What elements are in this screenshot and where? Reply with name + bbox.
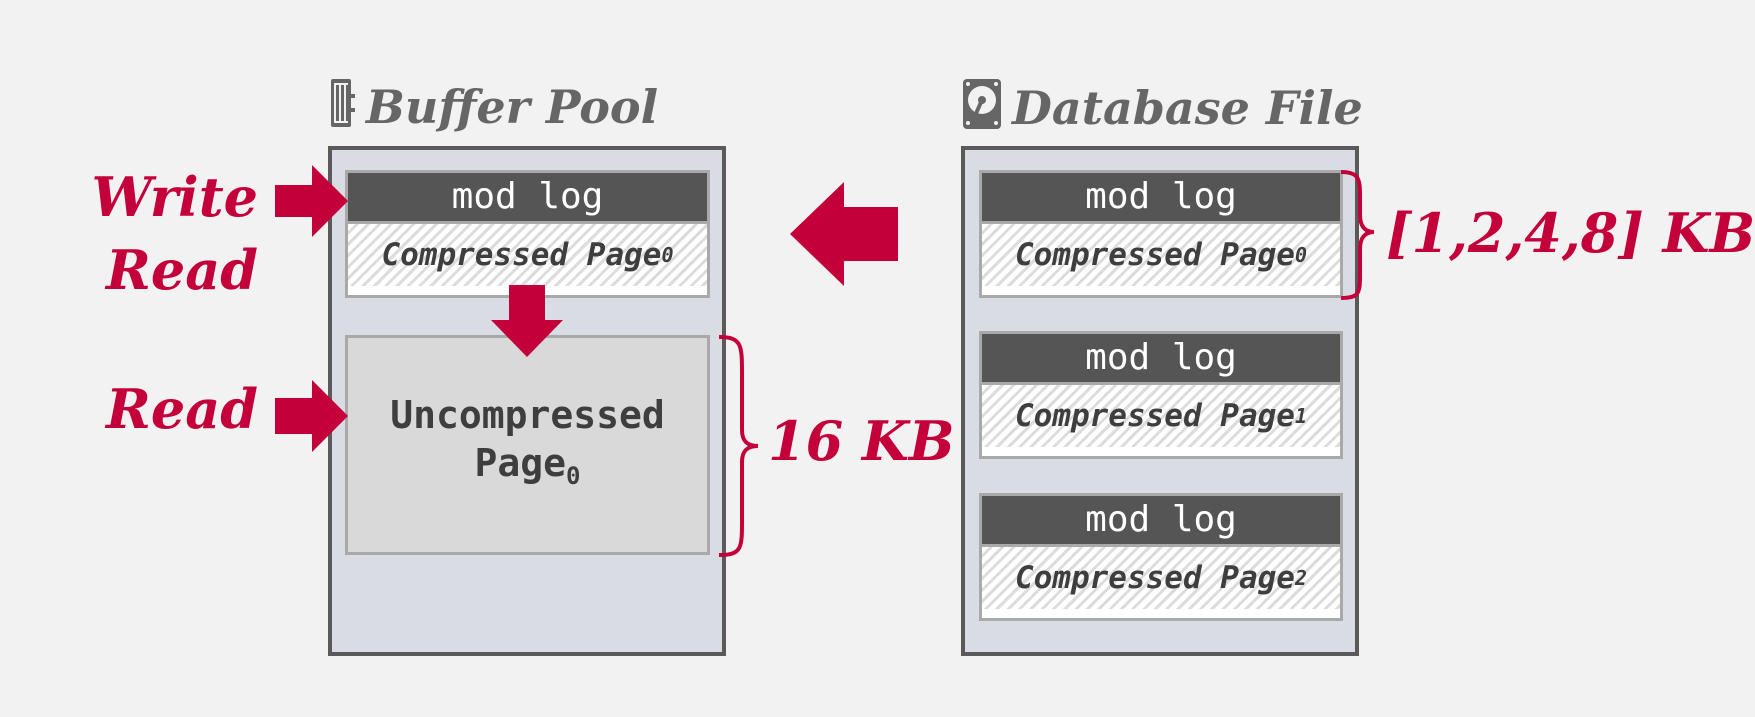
write-label: Write [91,165,258,229]
mod-log-header: mod log [982,496,1340,544]
read-label-top: Read [106,238,258,302]
read-label-bottom: Read [106,377,258,441]
compressed-page-text: Compressed Page [1014,237,1295,273]
fetch-arrow [790,182,898,286]
compressed-size-brace [1340,170,1375,300]
uncompressed-page-block[interactable]: Uncompressed Page0 [345,335,710,555]
block-separator [982,382,1340,385]
uncompressed-size-brace [718,335,759,557]
arrows-and-braces [275,165,1375,557]
page-index: 1 [1294,404,1307,428]
decompress-arrow [491,285,563,357]
compressed-page-text: Compressed Page [1014,560,1295,596]
compressed-page-text: Compressed Page [381,237,662,273]
memory-icon [328,78,356,135]
compressed-page-text: Compressed Page [1014,398,1295,434]
read-arrow [275,380,348,452]
uncompressed-page-text: Page [474,440,567,485]
mod-log-header: mod log [982,334,1340,382]
buffer-pool-title-text: Buffer Pool [366,79,659,134]
uncompressed-line2: Page0 [475,439,581,500]
block-separator [982,544,1340,547]
database-file-title: Database File [962,78,1363,137]
uncompressed-page-index: 0 [566,461,581,490]
hard-disk-icon [962,78,1002,137]
uncompressed-size-label: 16 KB [768,409,955,473]
block-separator [348,221,707,224]
uncompressed-line1: Uncompressed [390,392,665,437]
compressed-size-label: [1,2,4,8] KB [1386,201,1755,265]
write-read-arrow [275,165,348,237]
page-index: 0 [661,243,674,267]
block-separator [982,221,1340,224]
mod-log-header: mod log [982,173,1340,221]
page-index: 0 [1294,243,1307,267]
mod-log-header: mod log [348,173,707,221]
database-file-title-text: Database File [1012,80,1363,135]
page-index: 2 [1294,566,1307,590]
buffer-pool-title: Buffer Pool [328,78,658,135]
